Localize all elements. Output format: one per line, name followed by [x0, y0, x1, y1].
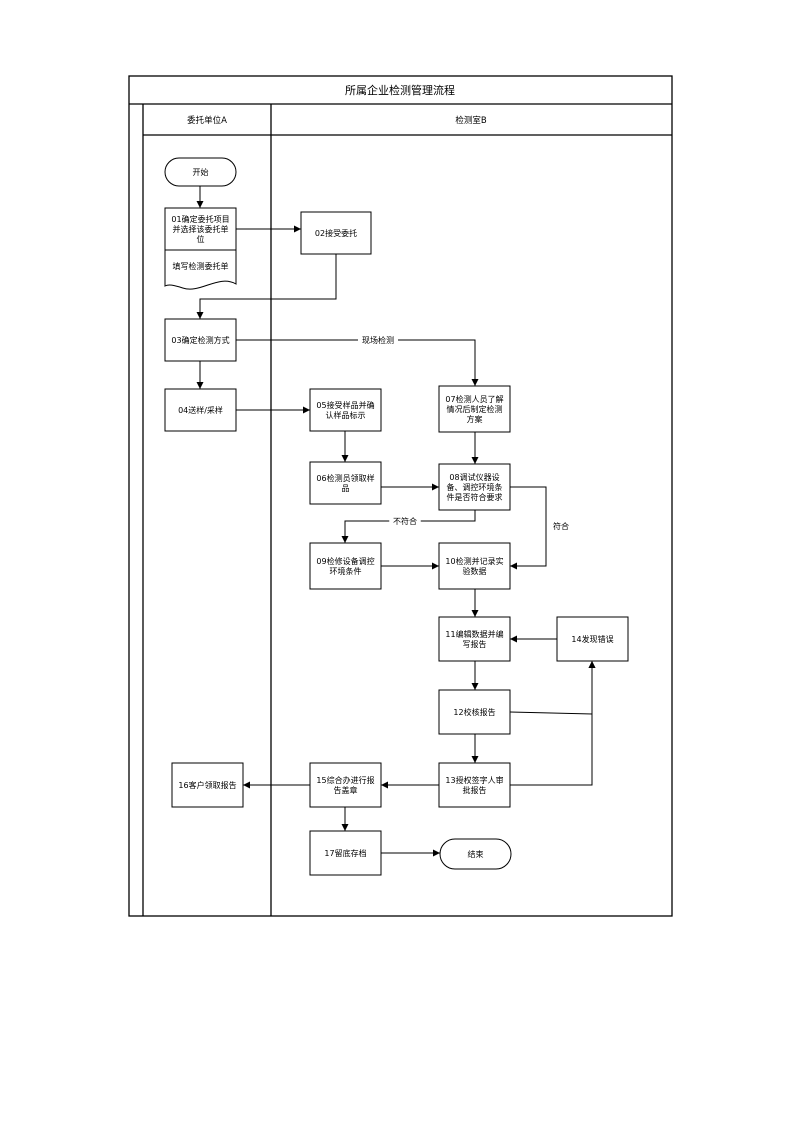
node-n04: 04送样/采样: [164, 388, 237, 432]
node-label-line: 06检测员领取样: [316, 473, 374, 483]
node-n02: 02接受委托: [300, 211, 372, 255]
node-n14: 14发现错误: [556, 616, 629, 662]
edge-label-background: [358, 334, 398, 346]
edge-n03-to-n07: 现场检测: [236, 334, 479, 386]
node-label-line: 件是否符合要求: [447, 492, 503, 502]
edge-label: 现场检测: [362, 335, 394, 345]
node-label-line: 备、调控环境条: [447, 482, 503, 492]
edge-label: 符合: [553, 521, 569, 531]
node-label-line: 03确定检测方式: [171, 335, 229, 345]
node-label-line: 11编辑数据并编: [445, 629, 503, 639]
node-n03: 03确定检测方式: [164, 318, 237, 362]
process-box: [171, 762, 244, 808]
process-box: [438, 463, 511, 511]
process-box: [164, 318, 237, 362]
node-label-line: 认样品标示: [326, 410, 366, 420]
edge-connector: [196, 254, 337, 319]
process-box: [309, 762, 382, 808]
process-box: [438, 385, 511, 433]
node-label-line: 16客户领取报告: [178, 780, 236, 790]
lane-label-a: 委托单位A: [187, 115, 227, 126]
node-label-line: 08调试仪器设: [449, 472, 499, 482]
edge-connector: [509, 661, 596, 715]
node-label-line: 17留底存档: [324, 848, 366, 858]
node-label-line: 01确定委托项目: [171, 214, 229, 224]
edge-connector: [510, 486, 547, 570]
edge-label-background: [549, 520, 573, 532]
node-start: 开始: [164, 157, 237, 187]
process-box: [309, 461, 382, 505]
edge-connector: [236, 339, 479, 386]
node-n01b: 填写检测委托单: [164, 249, 237, 290]
node-label-line: 04送样/采样: [178, 405, 223, 415]
node-label-line: 13授权签字人审: [445, 775, 503, 785]
document-shape: [164, 249, 237, 290]
node-n12: 12校核报告: [438, 689, 511, 735]
node-n16: 16客户领取报告: [171, 762, 244, 808]
edge-n08-to-n09: 不符合: [341, 510, 476, 543]
node-label-line: 07检测人员了解: [445, 394, 503, 404]
edge-label: 不符合: [393, 516, 417, 526]
edge-n12-to-n14: [509, 661, 596, 715]
node-label-line: 05接受样品并确: [316, 400, 374, 410]
node-label-line: 方案: [467, 414, 483, 424]
node-label-line: 15综合办进行报: [316, 775, 374, 785]
node-label-line: 批报告: [463, 785, 487, 795]
process-box: [438, 689, 511, 735]
edge-label-background: [389, 515, 421, 527]
node-label-line: 写报告: [463, 639, 487, 649]
terminal-shape: [439, 838, 512, 870]
node-label-line: 告盖章: [334, 785, 358, 795]
node-n17: 17留底存档: [309, 830, 382, 876]
node-label-line: 开始: [193, 167, 209, 177]
process-box: [556, 616, 629, 662]
edge-n02-to-n03: [196, 254, 337, 319]
node-end: 结束: [439, 838, 512, 870]
node-label-line: 品: [342, 484, 350, 493]
node-label-line: 02接受委托: [315, 228, 357, 238]
edge-connector: [510, 661, 596, 786]
lane-label-b: 检测室B: [455, 115, 487, 126]
node-label-line: 结束: [468, 849, 484, 859]
edge-n13-to-n14: [510, 661, 596, 786]
process-box: [309, 388, 382, 432]
node-label-line: 位: [197, 234, 205, 244]
process-box: [438, 616, 511, 662]
process-box: [309, 542, 382, 590]
process-box: [438, 762, 511, 808]
process-box: [164, 207, 237, 251]
process-box: [438, 542, 511, 590]
node-label-line: 情况后制定检测: [447, 404, 503, 414]
node-label-line: 09检修设备调控: [316, 556, 374, 566]
node-label-line: 10检测并记录实: [445, 556, 503, 566]
node-label-line: 14发现错误: [571, 634, 613, 644]
node-label-line: 并选择该委托单: [173, 224, 229, 234]
process-box: [300, 211, 372, 255]
diagram-title: 所属企业检测管理流程: [345, 83, 455, 97]
process-box: [164, 388, 237, 432]
edge-n08-to-n10: 符合: [510, 486, 573, 570]
node-label-line: 验数据: [463, 566, 487, 576]
swimlane-frame: [128, 75, 673, 917]
terminal-shape: [164, 157, 237, 187]
node-label-line: 12校核报告: [453, 707, 495, 717]
process-box: [309, 830, 382, 876]
node-label-line: 填写检测委托单: [173, 261, 229, 271]
node-label-line: 环境条件: [330, 566, 362, 576]
